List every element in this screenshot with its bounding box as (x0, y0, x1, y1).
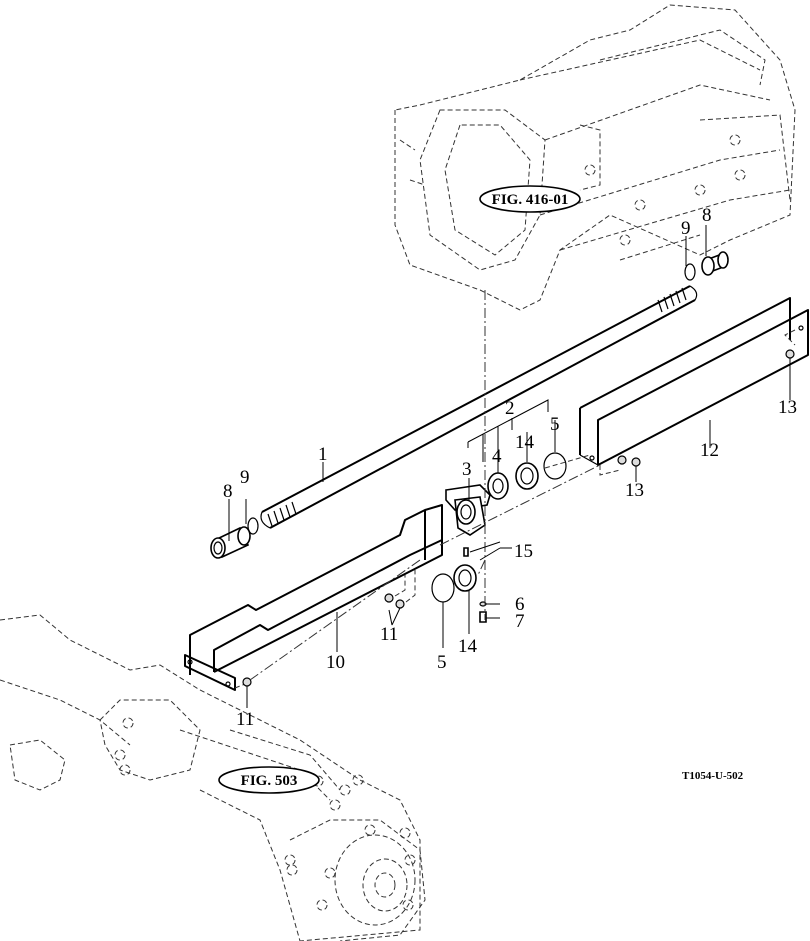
callout-9-rear: 9 (681, 218, 691, 239)
callout-10: 10 (326, 652, 345, 673)
callout-5-lower: 5 (437, 652, 447, 673)
bushing-part-8-front[interactable] (210, 526, 251, 559)
callout-7: 7 (515, 611, 525, 632)
callout-15: 15 (514, 541, 533, 562)
fig-ref-503-label: FIG. 503 (241, 773, 298, 789)
callout-3: 3 (462, 459, 472, 480)
callout-8-rear: 8 (702, 205, 712, 226)
snap-ring-part-9-rear[interactable] (684, 263, 696, 281)
oil-seal-part-14-upper[interactable] (515, 462, 539, 490)
shaft-spline-rear (657, 287, 687, 313)
bolt-part-11-mid[interactable] (384, 570, 416, 609)
transmission-housing-phantom (394, 4, 796, 311)
snap-ring-part-9-front[interactable] (247, 517, 259, 535)
snap-ring-part-5-lower[interactable] (431, 573, 455, 603)
front-axle-phantom (0, 614, 426, 941)
bolt-part-13-rear[interactable] (785, 349, 795, 359)
callout-8-front: 8 (223, 481, 233, 502)
callout-5-upper: 5 (550, 414, 560, 435)
callout-labels: 1 2 3 4 14 5 8 9 9 8 12 13 13 15 6 7 11 … (223, 205, 797, 730)
shaft-spline-front (267, 501, 297, 527)
callout-9-front: 9 (240, 467, 250, 488)
grease-fitting-part-15[interactable] (463, 547, 469, 557)
callout-1: 1 (318, 444, 328, 465)
callout-4: 4 (492, 446, 502, 467)
callout-14-lower: 14 (458, 636, 478, 657)
snap-ring-part-5-upper[interactable] (543, 452, 567, 480)
fig-ref-416-01-label: FIG. 416-01 (492, 192, 569, 208)
shaft-cover-part-10[interactable] (184, 504, 443, 691)
callout-6: 6 (515, 594, 525, 615)
shaft-cover-part-12[interactable] (579, 297, 809, 476)
fig-ref-503[interactable]: FIG. 503 (218, 766, 320, 794)
drive-shaft-part-1[interactable] (260, 285, 698, 529)
bolt-part-11-front[interactable] (242, 677, 252, 687)
callout-2: 2 (505, 398, 515, 419)
bushing-part-8-rear[interactable] (701, 251, 729, 276)
axle-bolts (114, 717, 416, 911)
oil-seal-part-14-lower[interactable] (453, 564, 477, 592)
fig-ref-416-01[interactable]: FIG. 416-01 (479, 185, 581, 213)
callout-14-upper: 14 (515, 432, 535, 453)
bearing-part-4[interactable] (487, 472, 509, 500)
bearing-support-part-3[interactable] (445, 484, 491, 536)
assembly-centre-lines (249, 290, 601, 681)
leader-lines (228, 225, 791, 708)
callout-11-front: 11 (236, 709, 254, 730)
bolt-part-13-front[interactable] (617, 455, 641, 467)
callout-13-rear: 13 (778, 397, 797, 418)
callout-13-front: 13 (625, 480, 644, 501)
drawing-code: T1054-U-502 (682, 770, 744, 782)
callout-12: 12 (700, 440, 719, 461)
callout-11-mid: 11 (380, 624, 398, 645)
